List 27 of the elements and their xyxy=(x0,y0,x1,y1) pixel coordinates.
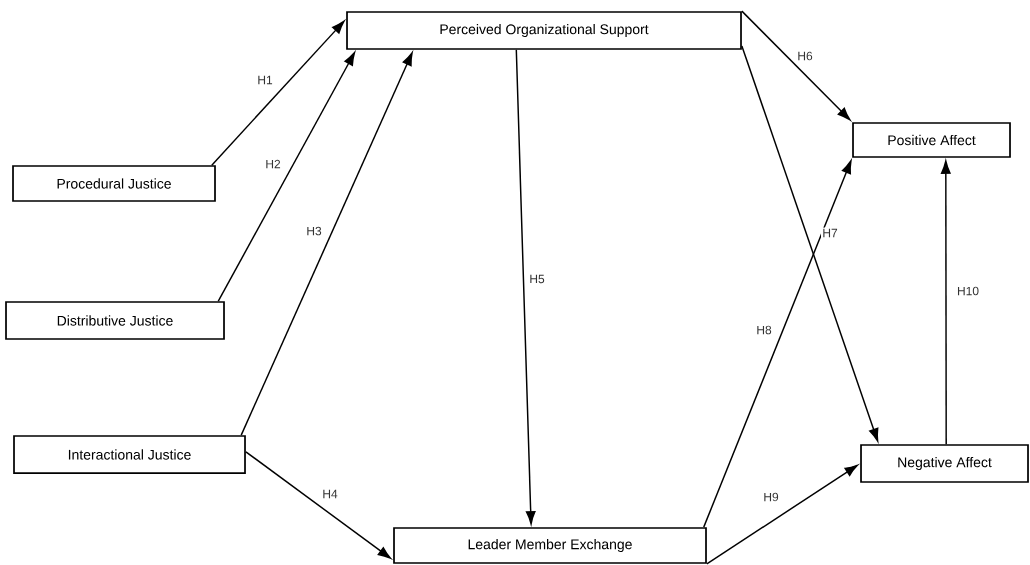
construct-box: Positive Affect xyxy=(852,122,1011,158)
arrow xyxy=(741,45,879,442)
construct-box: Distributive Justice xyxy=(5,301,225,340)
arrow xyxy=(706,464,859,565)
arrow xyxy=(515,49,536,525)
construct-box: Procedural Justice xyxy=(12,165,216,202)
edge-label: H6 xyxy=(796,50,814,62)
edge-label: H5 xyxy=(528,273,546,285)
construct-box: Leader Member Exchange xyxy=(393,527,707,564)
edge-label: H4 xyxy=(321,488,339,500)
edge-label: H7 xyxy=(821,227,839,239)
edge-label: H3 xyxy=(305,225,323,237)
edge-label: H8 xyxy=(755,324,773,336)
arrow xyxy=(741,10,851,121)
arrow xyxy=(245,451,392,559)
construct-box: Interactional Justice xyxy=(13,435,246,474)
arrow xyxy=(703,160,852,528)
edge-label: H10 xyxy=(955,285,981,297)
arrow xyxy=(211,20,345,166)
edge-label: H2 xyxy=(264,158,282,170)
construct-box: Negative Affect xyxy=(860,444,1029,483)
edge-label: H1 xyxy=(256,74,274,86)
arrow xyxy=(240,52,413,436)
arrow xyxy=(217,52,356,302)
construct-box: Perceived Organizational Support xyxy=(346,11,742,50)
arrow xyxy=(940,160,951,445)
edge-label: H9 xyxy=(762,491,780,503)
